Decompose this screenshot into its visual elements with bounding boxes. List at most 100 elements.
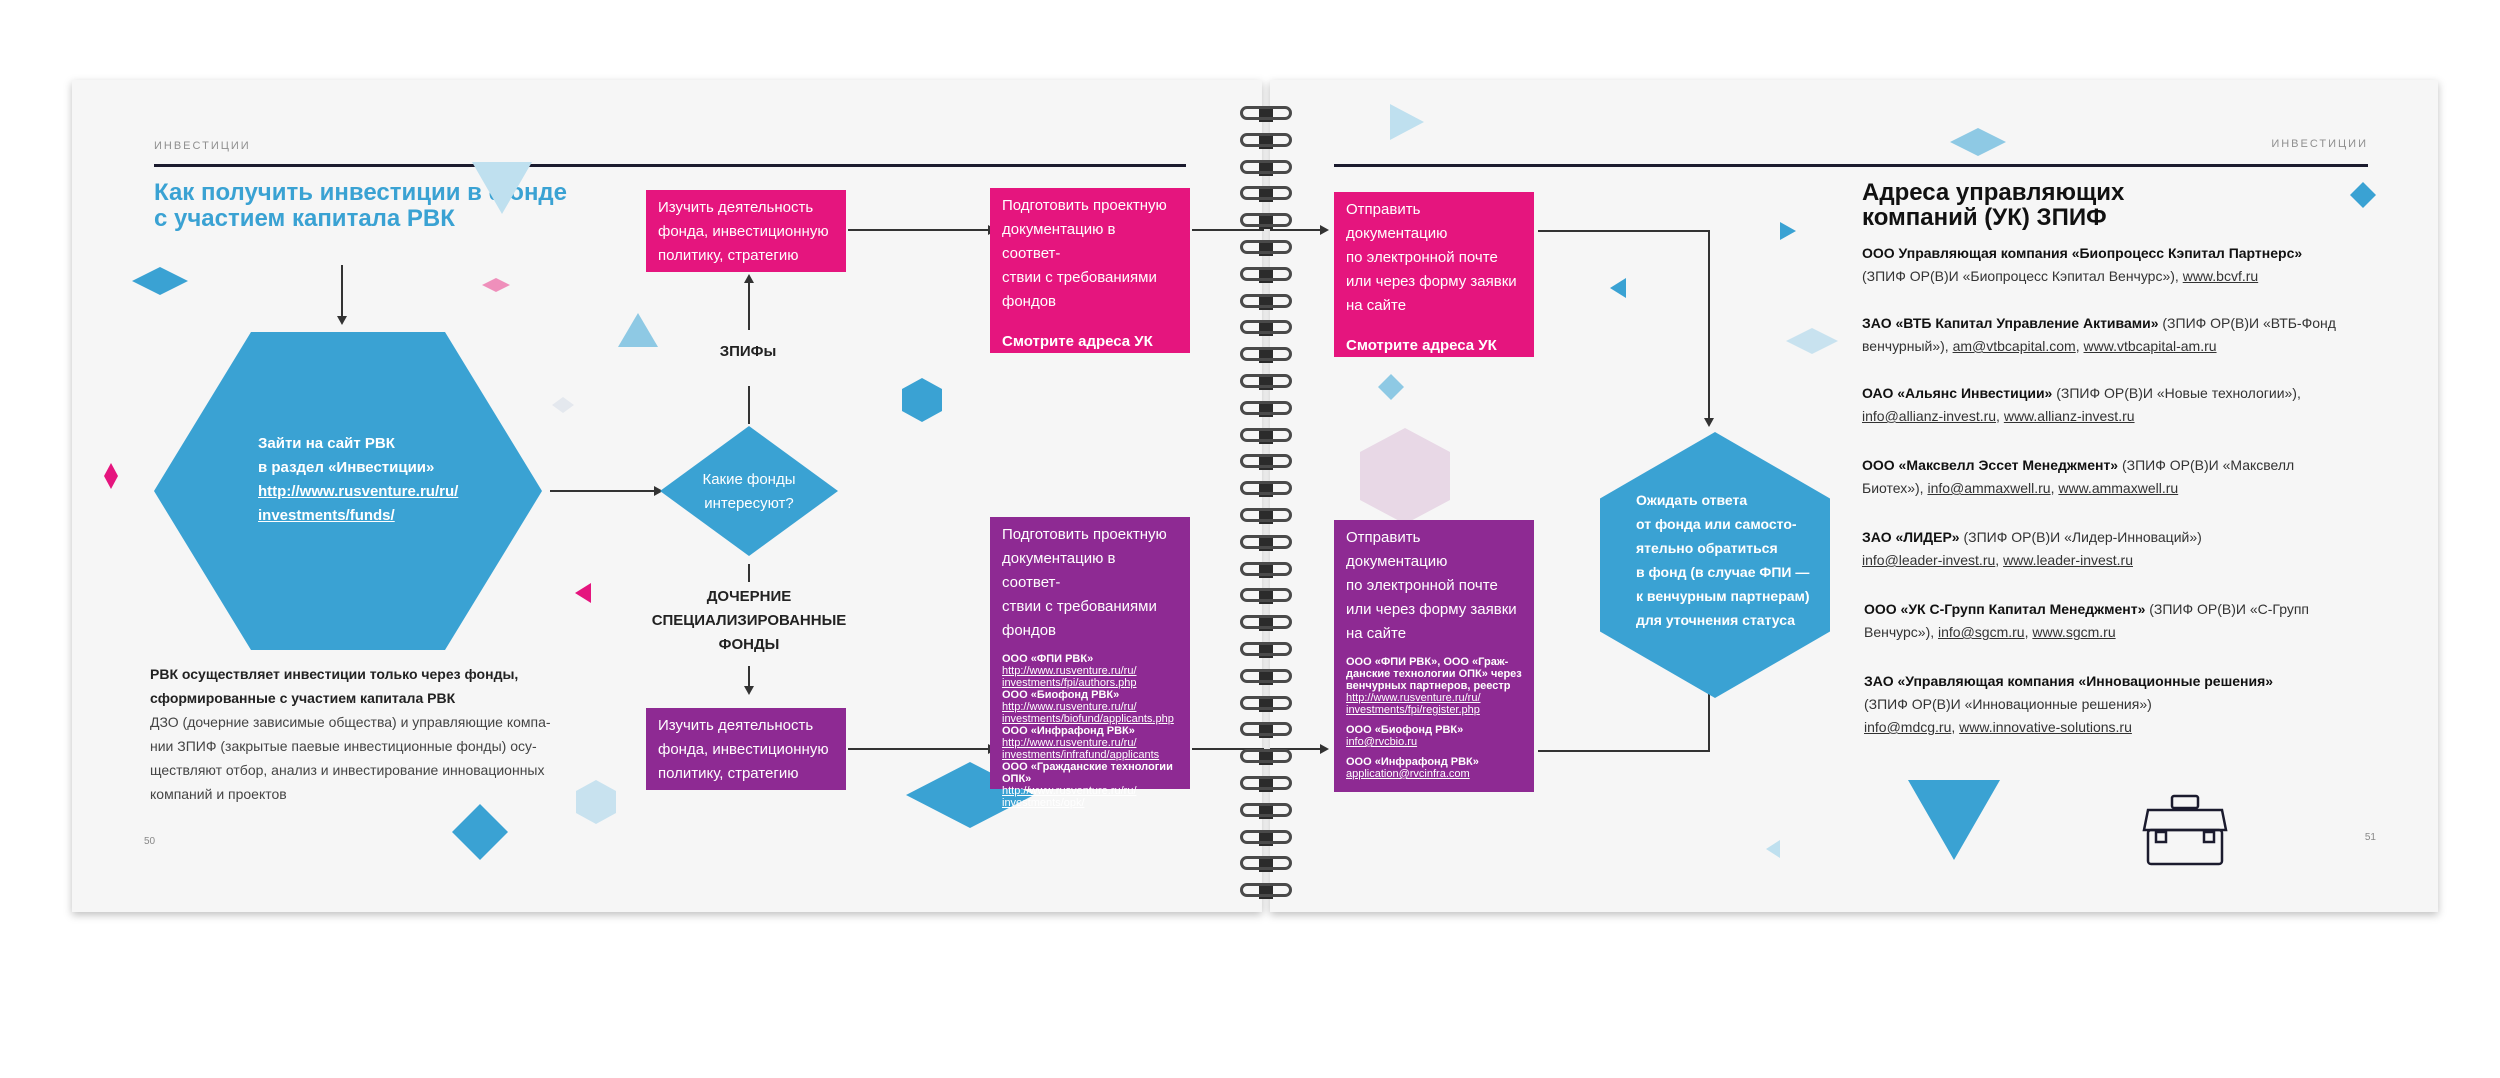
spiral-ring	[1240, 213, 1292, 228]
fund-link[interactable]: http://www.rusventure.ru/ru/	[1002, 665, 1137, 677]
fund-desc: (ЗПИФ ОР(В)И «Лидер-Инноваций»)	[1963, 529, 2202, 545]
fund-name: ООО «Гражданские технологии ОПК»	[1002, 761, 1173, 785]
running-head-right: ИНВЕСТИЦИИ	[2271, 138, 2368, 150]
prepare-docs-box-bottom: Подготовить проектную документацию в соо…	[990, 517, 1190, 809]
hexagon-decor	[902, 378, 942, 422]
fund-desc: (ЗПИФ ОР(В)И «Максвелл Биотех»),	[1862, 457, 2295, 496]
fund-link[interactable]: http://www.rusventure.ru/ru/	[1002, 701, 1137, 713]
note-line: нии ЗПИФ (закрытые паевые инвестиционные…	[150, 738, 537, 754]
fund-link[interactable]: http://www.rusventure.ru/ru/	[1346, 692, 1481, 704]
hex-line-2: в раздел «Инвестиции»	[258, 459, 435, 476]
spiral-ring	[1240, 508, 1292, 522]
connector	[1538, 230, 1708, 232]
company-email-link[interactable]: info@ammaxwell.ru	[1927, 480, 2051, 496]
connector	[1270, 748, 1320, 750]
fund-link[interactable]: investments/biofund/applicants.php	[1002, 713, 1174, 725]
diamond-decor	[1786, 328, 1838, 354]
connector	[848, 748, 988, 750]
fund-email-link[interactable]: info@rvcbio.ru	[1346, 736, 1418, 748]
note-body: ДЗО (дочерние зависимые общества) и упра…	[150, 710, 610, 806]
fund-link[interactable]: investments/opk/	[1002, 797, 1085, 809]
fund-link[interactable]: http://www.rusventure.ru/ru/	[1002, 737, 1137, 749]
connector	[848, 229, 988, 231]
spiral-binding	[1226, 92, 1306, 912]
box-line: ствии с требованиями	[1002, 598, 1157, 615]
fund-link[interactable]: investments/fpi/register.php	[1346, 704, 1480, 716]
company-email-link[interactable]: info@leader-invest.ru	[1862, 552, 1996, 568]
company-website-link[interactable]: www.leader-invest.ru	[2003, 552, 2133, 568]
fund-link[interactable]: http://www.rusventure.ru/ru/	[1002, 785, 1137, 797]
diamond-decor	[104, 463, 118, 489]
spiral-ring	[1240, 159, 1292, 174]
see-uk-addresses-link[interactable]: Смотрите адреса УК	[1346, 337, 1497, 354]
box-line: на сайте	[1346, 625, 1407, 642]
box-line: Изучить деятельность	[658, 717, 814, 734]
connector	[748, 280, 750, 330]
company-email-link[interactable]: info@mdcg.ru	[1864, 719, 1952, 735]
company-name: ЗАО «Управляющая компания «Инновационные…	[1864, 673, 2274, 689]
question-diamond-text: Какие фонды интересуют?	[660, 468, 838, 516]
subsidiary-funds-label: ДОЧЕРНИЕ СПЕЦИАЛИЗИРОВАННЫЕ ФОНДЫ	[632, 585, 866, 657]
spiral-ring	[1240, 776, 1292, 790]
triangle-decor	[1766, 840, 1780, 858]
fund-link[interactable]: investments/infrafund/applicants	[1002, 749, 1160, 761]
address-item: ООО «Максвелл Эссет Менеджмент» (ЗПИФ ОР…	[1862, 457, 2295, 496]
diamond-decor	[2350, 182, 2376, 208]
hex-line: от фонда или самосто-	[1636, 516, 1797, 532]
connector	[1538, 750, 1708, 752]
box-line: по электронной почте	[1346, 249, 1498, 266]
company-website-link[interactable]: www.sgcm.ru	[2032, 624, 2116, 640]
box-line: фонда, инвестиционную	[658, 741, 829, 758]
spiral-ring	[1240, 695, 1292, 710]
spiral-ring	[1240, 293, 1292, 308]
zpif-label: ЗПИФы	[698, 340, 798, 364]
company-email-link[interactable]: info@allianz-invest.ru	[1862, 408, 1997, 424]
right-page: ИНВЕСТИЦИИ Отправить документацию по эле…	[1270, 80, 2438, 912]
triangle-decor	[1610, 278, 1626, 298]
box-line: или через форму заявки	[1346, 601, 1517, 618]
company-email-link[interactable]: am@vtbcapital.com	[1952, 338, 2076, 354]
company-website-link[interactable]: www.ammaxwell.ru	[2058, 480, 2179, 496]
box-line: или через форму заявки	[1346, 273, 1517, 290]
company-name: ООО «Максвелл Эссет Менеджмент»	[1862, 457, 2119, 473]
spiral-ring	[1240, 347, 1292, 362]
note-bold-line: РВК осуществляет инвестиции только через…	[150, 666, 519, 682]
spiral-ring	[1240, 454, 1292, 469]
fund-desc: (ЗПИФ ОР(В)И «Новые технологии»),	[2056, 385, 2301, 401]
zpif-label-text: ЗПИФы	[719, 343, 777, 360]
spiral-ring	[1240, 883, 1292, 898]
connector	[1192, 229, 1264, 231]
spiral-ring	[1240, 749, 1292, 764]
hex-line: Ожидать ответа	[1636, 492, 1748, 508]
fund-desc: (ЗПИФ ОР(В)И «ВТБ-Фонд венчурный»),	[1862, 315, 2336, 354]
rusventure-link[interactable]: http://www.rusventure.ru/ru/	[258, 483, 459, 500]
arrow-down	[337, 316, 347, 325]
fund-email-link[interactable]: application@rvcinfra.com	[1346, 768, 1470, 780]
connector	[748, 666, 750, 686]
address-item: ЗАО «ЛИДЕР» (ЗПИФ ОР(В)И «Лидер-Инноваци…	[1862, 529, 2202, 568]
company-name: ООО «УК С-Групп Капитал Менеджмент»	[1864, 601, 2146, 617]
fund-link[interactable]: investments/fpi/authors.php	[1002, 677, 1137, 689]
box-line: Отправить документацию	[1346, 201, 1448, 242]
connector	[1270, 229, 1320, 231]
diamond-line-2: интересуют?	[704, 495, 794, 512]
company-website-link[interactable]: www.innovative-solutions.ru	[1959, 719, 2132, 735]
connector	[550, 490, 654, 492]
fund-name: ООО «Биофонд РВК»	[1002, 689, 1120, 701]
spiral-ring	[1240, 186, 1292, 201]
diamond-decor	[552, 397, 574, 413]
box-line: по электронной почте	[1346, 577, 1498, 594]
triangle-decor	[618, 313, 658, 347]
box-line: ствии с требованиями	[1002, 269, 1157, 286]
company-website-link[interactable]: www.vtbcapital-am.ru	[2083, 338, 2217, 354]
company-website-link[interactable]: www.bcvf.ru	[2182, 268, 2259, 284]
company-email-link[interactable]: info@sgcm.ru	[1938, 624, 2025, 640]
spiral-ring	[1240, 320, 1292, 335]
rusventure-link-path[interactable]: investments/funds/	[258, 507, 395, 524]
see-uk-addresses-link[interactable]: Смотрите адреса УК	[1002, 333, 1153, 350]
address-item: ОАО «Альянс Инвестиции» (ЗПИФ ОР(В)И «Но…	[1862, 385, 2301, 424]
box-line: фондов	[1002, 622, 1057, 639]
company-website-link[interactable]: www.allianz-invest.ru	[2003, 408, 2135, 424]
connector	[1192, 748, 1264, 750]
study-fund-box-top: Изучить деятельность фонда, инвестиционн…	[646, 190, 846, 272]
